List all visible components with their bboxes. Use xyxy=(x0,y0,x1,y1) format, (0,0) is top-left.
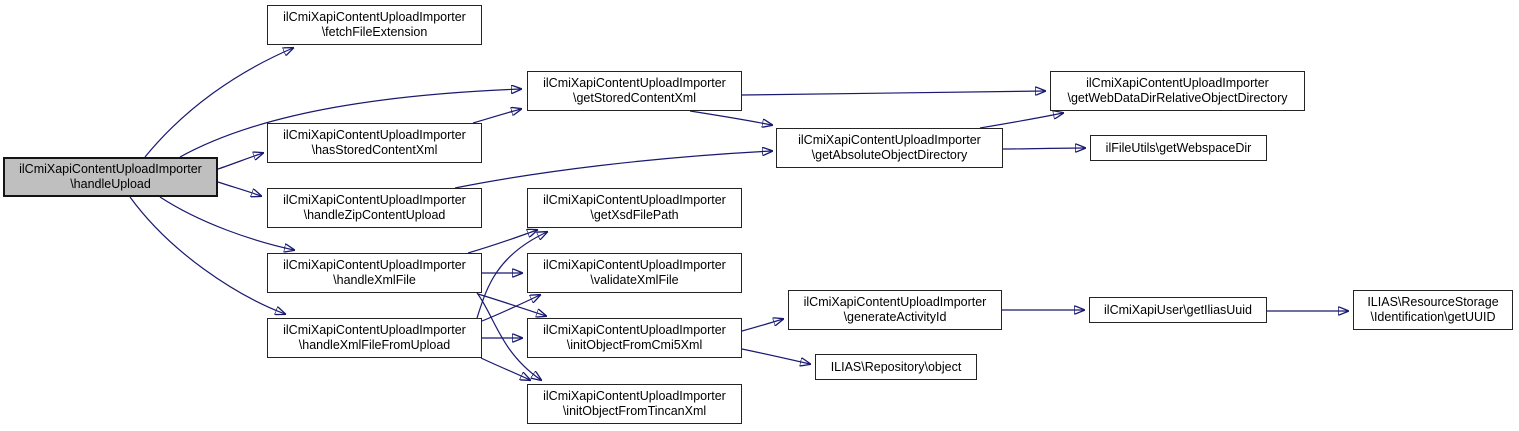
node-label-line1: ilCmiXapiContentUploadImporter xyxy=(803,295,987,309)
node-label-line2: \hasStoredContentXml xyxy=(311,143,438,157)
node-label-line2: \handleXmlFileFromUpload xyxy=(298,338,451,352)
node-label-line1: ilCmiXapiContentUploadImporter xyxy=(1086,76,1269,90)
node-label-line1: ilCmiXapiContentUploadImporter xyxy=(543,258,726,272)
node-get-web-data-dir-relative-object-directory[interactable]: ilCmiXapiContentUploadImporter \getWebDa… xyxy=(1050,71,1305,111)
node-get-ilias-uuid[interactable]: ilCmiXapiUser\getIliasUuid xyxy=(1089,297,1267,323)
node-label-line1: ilCmiXapiContentUploadImporter xyxy=(283,10,466,24)
edge-handle-upload-to-fetch-file-extension xyxy=(144,48,293,158)
node-get-uuid[interactable]: ILIAS\ResourceStorage \Identification\ge… xyxy=(1353,290,1513,330)
node-handle-xml-file[interactable]: ilCmiXapiContentUploadImporter \handleXm… xyxy=(267,253,482,293)
edge-handle-zip-content-upload-to-get-absolute-object-directory xyxy=(454,151,772,189)
node-label-line2: \handleXmlFile xyxy=(333,273,416,287)
node-label-line1: ilCmiXapiUser\getIliasUuid xyxy=(1104,302,1252,317)
edge-handle-upload-to-handle-zip-content-upload xyxy=(217,181,261,196)
node-label-line2: \Identification\getUUID xyxy=(1370,310,1496,324)
node-label-line2: \validateXmlFile xyxy=(590,273,679,287)
edge-init-object-from-cmi5-xml-to-repository-object xyxy=(741,348,810,364)
edge-handle-upload-to-handle-xml-file-from-upload xyxy=(129,196,285,314)
node-label-line2: \fetchFileExtension xyxy=(321,25,428,39)
node-handle-upload: ilCmiXapiContentUploadImporter \handleUp… xyxy=(3,157,218,197)
node-label-line1: ilCmiXapiContentUploadImporter xyxy=(19,162,202,176)
node-has-stored-content-xml[interactable]: ilCmiXapiContentUploadImporter \hasStore… xyxy=(267,123,482,163)
node-handle-xml-file-from-upload[interactable]: ilCmiXapiContentUploadImporter \handleXm… xyxy=(267,318,482,358)
node-label-line1: ilCmiXapiContentUploadImporter xyxy=(283,323,466,337)
edge-has-stored-content-xml-to-get-stored-content-xml xyxy=(472,109,521,124)
node-generate-activity-id[interactable]: ilCmiXapiContentUploadImporter \generate… xyxy=(788,290,1002,330)
node-init-object-from-cmi5-xml[interactable]: ilCmiXapiContentUploadImporter \initObje… xyxy=(527,318,742,358)
edge-get-stored-content-xml-to-get-absolute-object-directory xyxy=(689,110,772,125)
node-init-object-from-tincan-xml[interactable]: ilCmiXapiContentUploadImporter \initObje… xyxy=(527,384,742,424)
edge-handle-xml-file-from-upload-to-validate-xml-file xyxy=(481,295,540,322)
node-label-line1: ilCmiXapiContentUploadImporter xyxy=(543,389,726,403)
node-label-line2: \getAbsoluteObjectDirectory xyxy=(811,148,968,162)
edge-get-absolute-object-directory-to-get-webspace-dir xyxy=(1002,148,1085,149)
node-label-line2: \getWebDataDirRelativeObjectDirectory xyxy=(1067,91,1288,105)
node-label-line2: \getStoredContentXml xyxy=(573,91,696,105)
node-label-line1: ilCmiXapiContentUploadImporter xyxy=(283,193,466,207)
edge-handle-xml-file-to-init-object-from-cmi5-xml xyxy=(477,293,546,316)
node-validate-xml-file[interactable]: ilCmiXapiContentUploadImporter \validate… xyxy=(527,253,742,293)
node-label-line2: \handleUpload xyxy=(70,177,151,191)
node-label-line2: \initObjectFromTincanXml xyxy=(562,404,707,418)
node-get-stored-content-xml[interactable]: ilCmiXapiContentUploadImporter \getStore… xyxy=(527,71,742,111)
node-get-webspace-dir[interactable]: ilFileUtils\getWebspaceDir xyxy=(1090,135,1267,161)
edge-handle-xml-file-from-upload-to-init-object-from-tincan-xml xyxy=(480,357,530,380)
edge-handle-upload-to-has-stored-content-xml xyxy=(217,153,263,170)
node-get-xsd-file-path[interactable]: ilCmiXapiContentUploadImporter \getXsdFi… xyxy=(527,188,742,228)
edge-get-absolute-object-directory-to-get-web-data-dir-relative-object-directory xyxy=(979,113,1063,129)
node-label-line1: ilCmiXapiContentUploadImporter xyxy=(798,133,981,147)
node-label-line2: \generateActivityId xyxy=(843,310,947,324)
edge-get-stored-content-xml-to-get-web-data-dir-relative-object-directory xyxy=(741,91,1045,96)
node-label-line1: ilCmiXapiContentUploadImporter xyxy=(543,193,726,207)
node-fetch-file-extension[interactable]: ilCmiXapiContentUploadImporter \fetchFil… xyxy=(267,5,482,45)
node-get-absolute-object-directory[interactable]: ilCmiXapiContentUploadImporter \getAbsol… xyxy=(776,128,1003,168)
node-handle-zip-content-upload[interactable]: ilCmiXapiContentUploadImporter \handleZi… xyxy=(267,188,482,228)
node-repository-object[interactable]: ILIAS\Repository\object xyxy=(815,354,977,380)
node-label-line1: ilFileUtils\getWebspaceDir xyxy=(1105,140,1252,155)
edge-handle-xml-file-to-init-object-from-tincan-xml xyxy=(476,292,541,380)
edge-handle-upload-to-get-stored-content-xml xyxy=(179,89,521,158)
node-label-line2: \getXsdFilePath xyxy=(590,208,679,222)
node-label-line1: ILIAS\Repository\object xyxy=(830,359,962,374)
node-label-line1: ilCmiXapiContentUploadImporter xyxy=(283,258,466,272)
node-label-line1: ILIAS\ResourceStorage xyxy=(1367,295,1499,309)
edge-init-object-from-cmi5-xml-to-generate-activity-id xyxy=(741,319,783,332)
edge-handle-xml-file-to-get-xsd-file-path xyxy=(467,230,537,254)
node-label-line1: ilCmiXapiContentUploadImporter xyxy=(283,128,466,142)
node-label-line1: ilCmiXapiContentUploadImporter xyxy=(543,323,726,337)
edge-handle-upload-to-handle-xml-file xyxy=(159,196,294,250)
node-label-line2: \initObjectFromCmi5Xml xyxy=(566,338,703,352)
node-label-line2: \handleZipContentUpload xyxy=(303,208,446,222)
node-label-line1: ilCmiXapiContentUploadImporter xyxy=(543,76,726,90)
